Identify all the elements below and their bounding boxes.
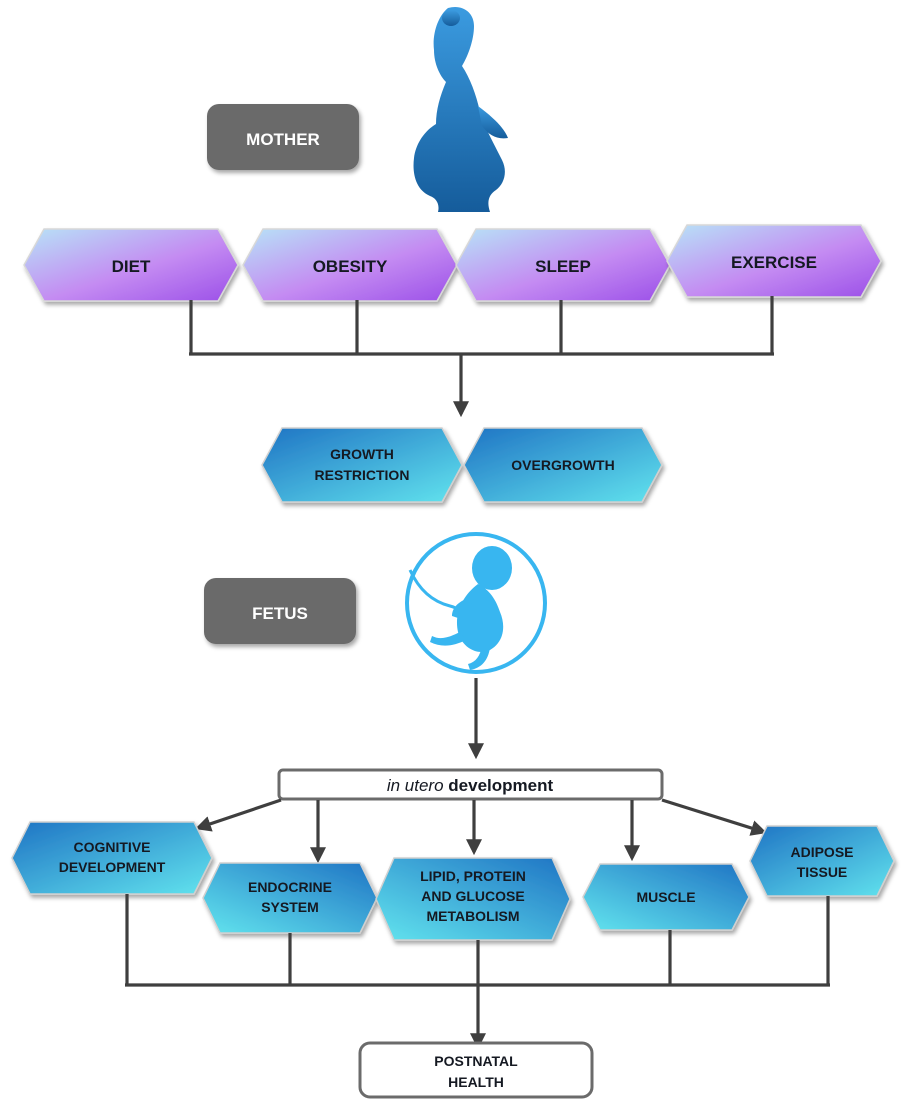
systems: COGNITIVE DEVELOPMENT ENDOCRINE SYSTEM L… xyxy=(11,821,895,941)
system-line: ENDOCRINE xyxy=(248,879,332,895)
system-line: SYSTEM xyxy=(261,899,319,915)
system-line: LIPID, PROTEIN xyxy=(420,868,526,884)
system-line: METABOLISM xyxy=(426,908,519,924)
svg-text:in utero development: in utero development xyxy=(387,776,554,795)
system-line: MUSCLE xyxy=(636,889,695,905)
system-muscle: MUSCLE xyxy=(582,863,750,931)
factor-connectors xyxy=(189,296,774,418)
pregnant-woman-icon xyxy=(413,6,508,213)
postnatal-line-1: POSTNATAL xyxy=(434,1053,518,1069)
development-node: in utero development xyxy=(277,768,664,801)
factor-label: SLEEP xyxy=(535,257,591,276)
system-cognitive-development: COGNITIVE DEVELOPMENT xyxy=(11,821,213,895)
factor-exercise: EXERCISE xyxy=(666,224,882,298)
overgrowth-node: OVERGROWTH xyxy=(463,427,663,503)
fetus-icon xyxy=(405,532,547,674)
system-line: AND GLUCOSE xyxy=(421,888,524,904)
development-rest: development xyxy=(444,776,554,795)
overgrowth-label: OVERGROWTH xyxy=(511,457,614,473)
maternal-factors: DIET OBESITY SLEEP EXERCISE xyxy=(23,224,882,302)
system-lipid-protein-glucose-metabolism: LIPID, PROTEIN AND GLUCOSE METABOLISM xyxy=(375,857,571,941)
system-line: ADIPOSE xyxy=(790,844,853,860)
growth-restriction-line-1: GROWTH xyxy=(330,446,394,462)
outcome-connectors xyxy=(125,894,830,1050)
system-arrows xyxy=(194,798,768,864)
mother-label: MOTHER xyxy=(246,130,320,149)
factor-diet: DIET xyxy=(23,228,239,302)
system-line: COGNITIVE xyxy=(73,839,150,855)
growth-restriction-line-2: RESTRICTION xyxy=(315,467,410,483)
system-line: TISSUE xyxy=(797,864,848,880)
postnatal-line-2: HEALTH xyxy=(448,1074,504,1090)
growth-outcomes: GROWTH RESTRICTION OVERGROWTH xyxy=(261,427,663,503)
postnatal-health-node: POSTNATAL HEALTH xyxy=(358,1041,594,1099)
factor-label: OBESITY xyxy=(313,257,388,276)
system-adipose-tissue: ADIPOSE TISSUE xyxy=(749,825,895,897)
system-line: DEVELOPMENT xyxy=(59,859,166,875)
factor-label: DIET xyxy=(112,257,151,276)
factor-obesity: OBESITY xyxy=(242,228,458,302)
system-endocrine-system: ENDOCRINE SYSTEM xyxy=(202,862,378,934)
factor-label: EXERCISE xyxy=(731,253,817,272)
development-italic: in utero xyxy=(387,776,444,795)
mother-node: MOTHER xyxy=(207,104,359,170)
fetus-label: FETUS xyxy=(252,604,308,623)
fetus-node: FETUS xyxy=(204,578,356,644)
growth-restriction-node: GROWTH RESTRICTION xyxy=(261,427,463,503)
factor-sleep: SLEEP xyxy=(455,228,671,302)
